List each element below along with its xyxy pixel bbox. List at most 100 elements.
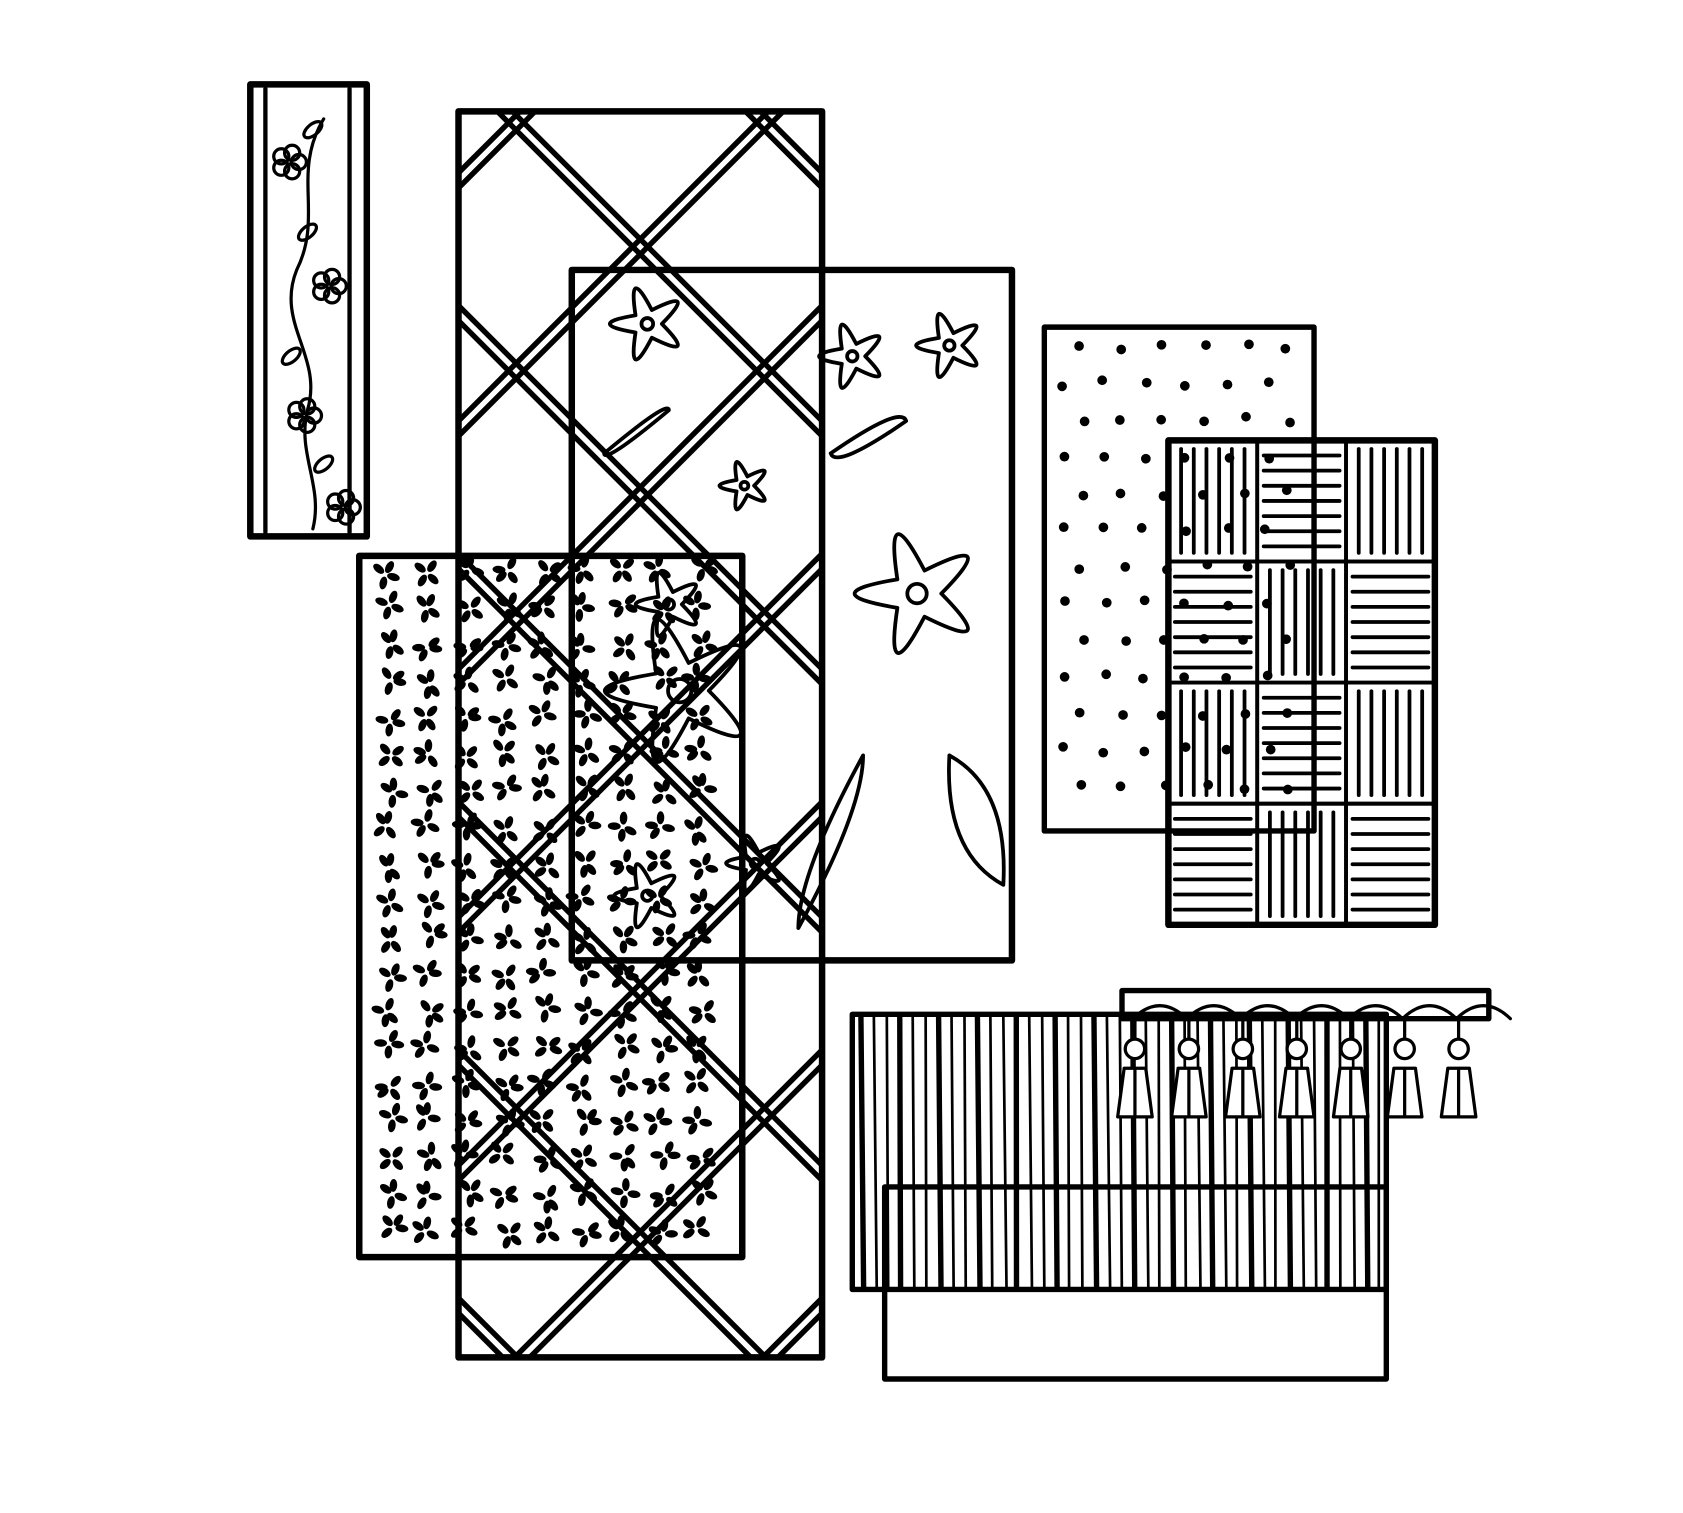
leopard-spot: [496, 831, 507, 844]
leopard-spot: [624, 594, 637, 605]
polka-dot: [1179, 672, 1189, 683]
leopard-spot: [412, 964, 426, 974]
leopard-spot: [572, 744, 586, 754]
leopard-spot: [384, 561, 395, 574]
leopard-spot: [384, 1045, 393, 1059]
leopard-spot: [665, 1183, 675, 1196]
leopard-spot: [574, 1002, 587, 1012]
leopard-spot: [386, 826, 396, 839]
leopard-spot: [689, 788, 701, 798]
polka-dot: [1263, 377, 1274, 388]
leopard-spot: [625, 648, 636, 661]
leopard-spot: [609, 1152, 623, 1160]
leopard-spot: [412, 643, 426, 652]
stripe: [950, 1015, 955, 1289]
polka-dot: [1116, 344, 1127, 355]
leopard-spot: [609, 1231, 620, 1243]
lattice-line: [775, 1310, 825, 1361]
stripe: [1130, 1014, 1138, 1290]
leopard-spot: [699, 1118, 713, 1127]
leopard-spot: [532, 1192, 546, 1201]
polka-dot: [1241, 411, 1251, 422]
leopard-spot: [455, 1013, 467, 1024]
leopard-spot: [492, 891, 505, 900]
leopard-spot: [423, 1030, 432, 1044]
leopard-spot: [687, 975, 698, 987]
leopard-spot: [415, 1104, 426, 1116]
leopard-spot: [696, 1216, 706, 1228]
leopard-spot: [387, 572, 400, 582]
leopard-spot: [702, 1147, 714, 1159]
polka-dot: [1059, 672, 1070, 682]
leopard-spot: [489, 1187, 503, 1197]
leopard-spot: [379, 1158, 391, 1170]
leopard-spot: [700, 716, 713, 726]
leopard-spot: [427, 755, 438, 767]
leopard-spot: [697, 922, 707, 935]
leopard-spot: [386, 853, 395, 866]
leopard-spot: [429, 890, 440, 902]
lattice-line: [455, 317, 825, 687]
lattice-line: [455, 1310, 506, 1361]
leopard-spot: [533, 894, 547, 904]
leopard-spot: [426, 705, 438, 717]
leopard-spot: [696, 1068, 707, 1080]
leaf: [313, 454, 335, 474]
leopard-spot: [491, 1141, 502, 1153]
leopard-spot: [417, 574, 427, 587]
leopard-spot: [506, 885, 517, 897]
leopard-spot: [542, 1068, 552, 1081]
polka-dot: [1199, 416, 1209, 427]
lattice-line: [527, 1062, 825, 1361]
leopard-spot: [468, 974, 482, 983]
leopard-spot: [698, 975, 710, 987]
leopard-spot: [472, 1192, 484, 1202]
leopard-spot: [623, 753, 634, 765]
lattice-line: [455, 108, 771, 424]
leopard-spot: [422, 1180, 431, 1194]
leopard-spot: [416, 784, 430, 794]
leopard-spot: [471, 888, 481, 901]
leopard-spot: [464, 1216, 476, 1228]
leopard-spot: [585, 1157, 597, 1167]
leopard-spot: [570, 1148, 583, 1158]
flower-outline: [817, 322, 882, 390]
leopard-spot: [575, 684, 584, 698]
leopard-spot: [575, 571, 584, 584]
leopard-spot: [387, 888, 396, 902]
leopard-spot: [686, 750, 699, 761]
leopard-spot: [578, 754, 588, 767]
stripe: [1105, 1015, 1112, 1289]
leopard-spot: [454, 758, 466, 770]
leopard-spot: [662, 778, 670, 792]
leopard-spot: [392, 644, 404, 655]
swatch-large-floral: [568, 266, 1016, 964]
leopard-spot: [656, 1050, 665, 1064]
tassel-head: [1339, 1037, 1363, 1061]
leopard-spot: [431, 1012, 444, 1023]
stripe: [1091, 1014, 1100, 1290]
flower-petal: [282, 162, 302, 181]
leopard-spot: [497, 1223, 509, 1234]
leopard-spot: [466, 1194, 475, 1208]
flower-petal: [298, 397, 317, 416]
leopard-spot: [684, 744, 698, 753]
leopard-spot: [391, 902, 404, 913]
leopard-spot: [507, 997, 517, 1009]
polka-dot: [1074, 564, 1085, 575]
leopard-spot: [451, 820, 465, 829]
leopard-spot: [457, 926, 469, 938]
leopard-spot: [662, 824, 675, 832]
leopard-spot: [623, 712, 637, 721]
leopard-spot: [393, 1214, 404, 1226]
leopard-spot: [498, 723, 506, 737]
leopard-spot: [493, 739, 504, 751]
leopard-spot: [510, 1222, 521, 1234]
leopard-spot: [699, 704, 710, 716]
flower-petal: [282, 143, 302, 162]
leopard-spot: [607, 1009, 621, 1018]
polka-dot: [1101, 669, 1112, 680]
leopard-spot: [470, 1010, 484, 1019]
leopard-spot: [658, 1071, 670, 1082]
leopard-spot: [583, 681, 596, 690]
